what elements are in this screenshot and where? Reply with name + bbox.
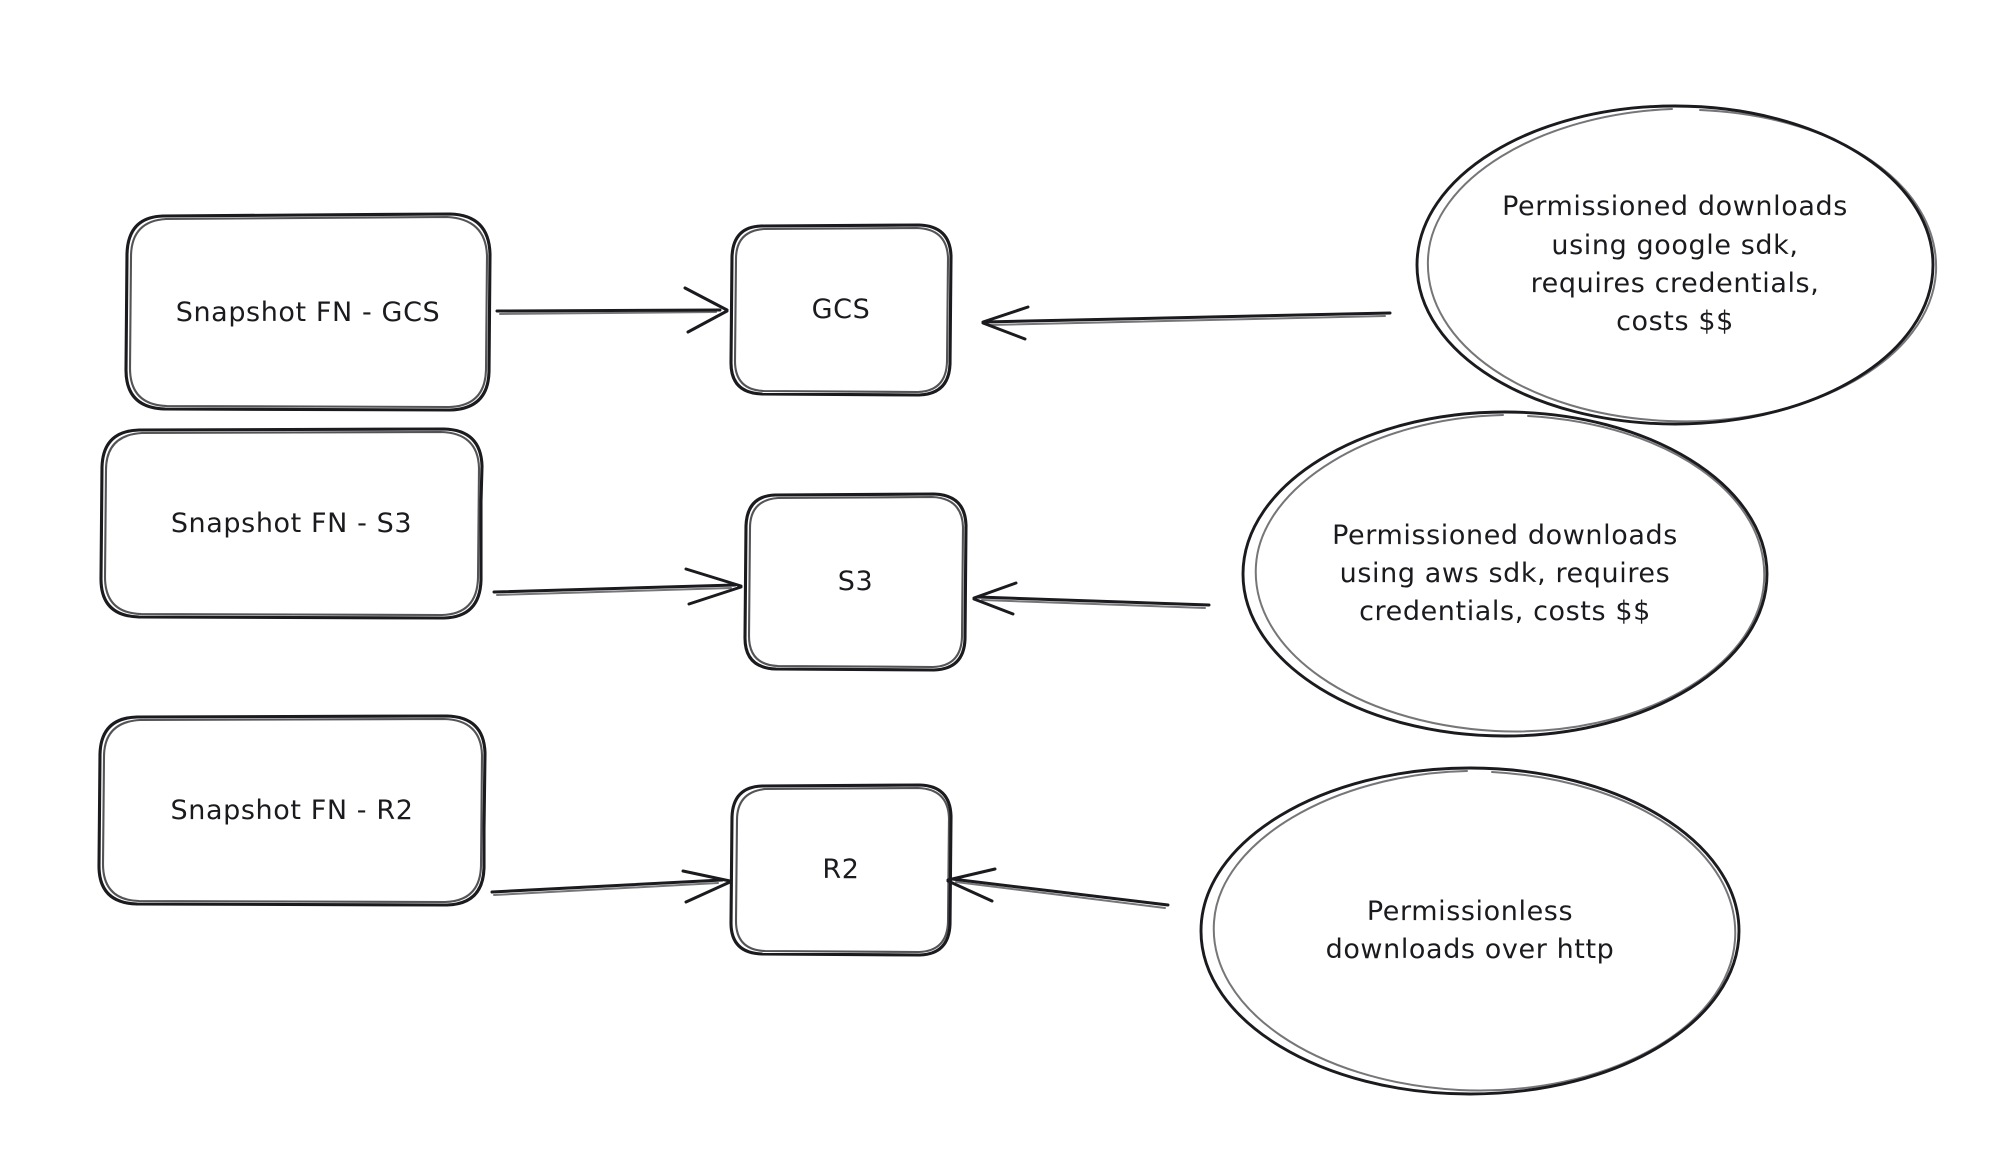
note-s3-ellipse-shape (1241, 410, 1769, 738)
node-s3-shape (743, 492, 968, 672)
node-snapshot-fn-s3-shape (99, 427, 484, 620)
node-r2-shape (729, 783, 953, 957)
note-r2-ellipse-shape (1199, 766, 1741, 1096)
arrow-snapshot-s3-to-s3 (492, 567, 743, 606)
arrow-note-r2-to-r2 (946, 867, 1170, 909)
note-gcs-ellipse-shape (1415, 104, 1938, 426)
node-gcs-shape (729, 223, 953, 397)
arrow-snapshot-gcs-to-gcs (495, 286, 729, 334)
arrow-note-gcs-to-gcs (981, 305, 1392, 341)
node-snapshot-fn-r2-shape (97, 714, 487, 907)
arrow-snapshot-r2-to-r2 (490, 869, 732, 904)
arrow-note-s3-to-s3 (972, 581, 1211, 616)
node-snapshot-fn-gcs-shape (124, 212, 492, 412)
